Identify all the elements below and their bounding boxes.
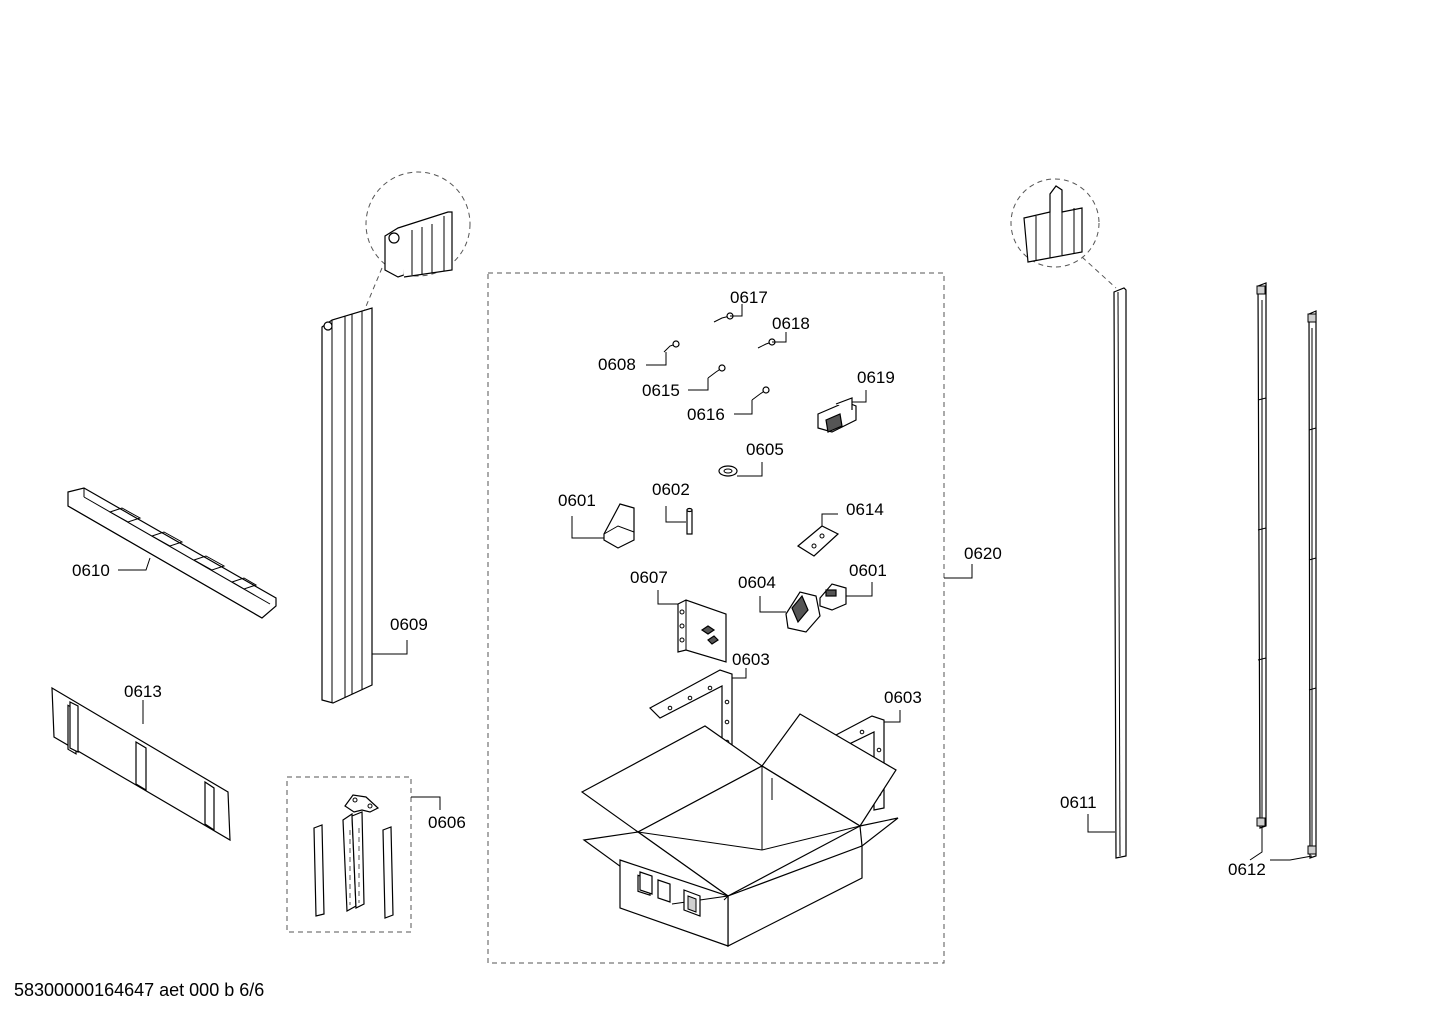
- part-0610-angle-rail: [67, 487, 277, 619]
- label-0607: 0607: [630, 568, 668, 587]
- part-0601-clip: [819, 582, 873, 611]
- label-0603a: 0603: [732, 650, 770, 669]
- part-0618-screw: [757, 332, 787, 349]
- label-0601b: 0601: [849, 561, 887, 580]
- part-0616-screw: [734, 386, 770, 415]
- label-0613: 0613: [124, 682, 162, 701]
- label-0616: 0616: [687, 405, 725, 424]
- document-code: 58300000164647 aet 000 b 6/6: [14, 980, 265, 1000]
- part-0609-vertical-profile: [321, 171, 471, 704]
- label-0609: 0609: [390, 615, 428, 634]
- part-0619-latch: [817, 390, 867, 433]
- kit-boundary-0620: [487, 272, 945, 964]
- part-0617-screw: [713, 304, 743, 323]
- packaging-box: [580, 713, 899, 947]
- part-0602-pin: [665, 506, 693, 535]
- part-0612-strips: [1249, 282, 1317, 861]
- label-0605: 0605: [746, 440, 784, 459]
- label-0618: 0618: [772, 314, 810, 333]
- detail-circle-0609: [365, 171, 471, 277]
- label-0615: 0615: [642, 381, 680, 400]
- label-0619: 0619: [857, 368, 895, 387]
- part-0613-cover-panel: [51, 686, 231, 842]
- detail-circle-0611: [1010, 178, 1100, 268]
- label-0620: 0620: [964, 544, 1002, 563]
- detail-profile-0609: [384, 211, 453, 278]
- part-0607-hinge-plate: [657, 590, 727, 663]
- part-0601-corner-bracket: [571, 503, 635, 549]
- part-0604-mount-block: [759, 591, 821, 633]
- label-0612: 0612: [1228, 860, 1266, 879]
- part-0606-bracket-set: [286, 776, 441, 933]
- part-0605-washer: [718, 462, 763, 477]
- label-0606: 0606: [428, 813, 466, 832]
- label-0608: 0608: [598, 355, 636, 374]
- label-0614: 0614: [846, 500, 884, 519]
- label-0611: 0611: [1060, 793, 1097, 812]
- label-0603b: 0603: [884, 688, 922, 707]
- part-0614-plate: [796, 513, 840, 557]
- label-0610: 0610: [72, 561, 110, 580]
- part-0611-vertical-profile: [1010, 178, 1127, 859]
- part-0615-screw: [688, 364, 726, 391]
- label-0601a: 0601: [558, 491, 596, 510]
- part-0608-screw: [646, 340, 680, 366]
- label-0617: 0617: [730, 288, 768, 307]
- label-0602: 0602: [652, 480, 690, 499]
- label-0604: 0604: [738, 573, 776, 592]
- detail-profile-0611: [1023, 185, 1083, 263]
